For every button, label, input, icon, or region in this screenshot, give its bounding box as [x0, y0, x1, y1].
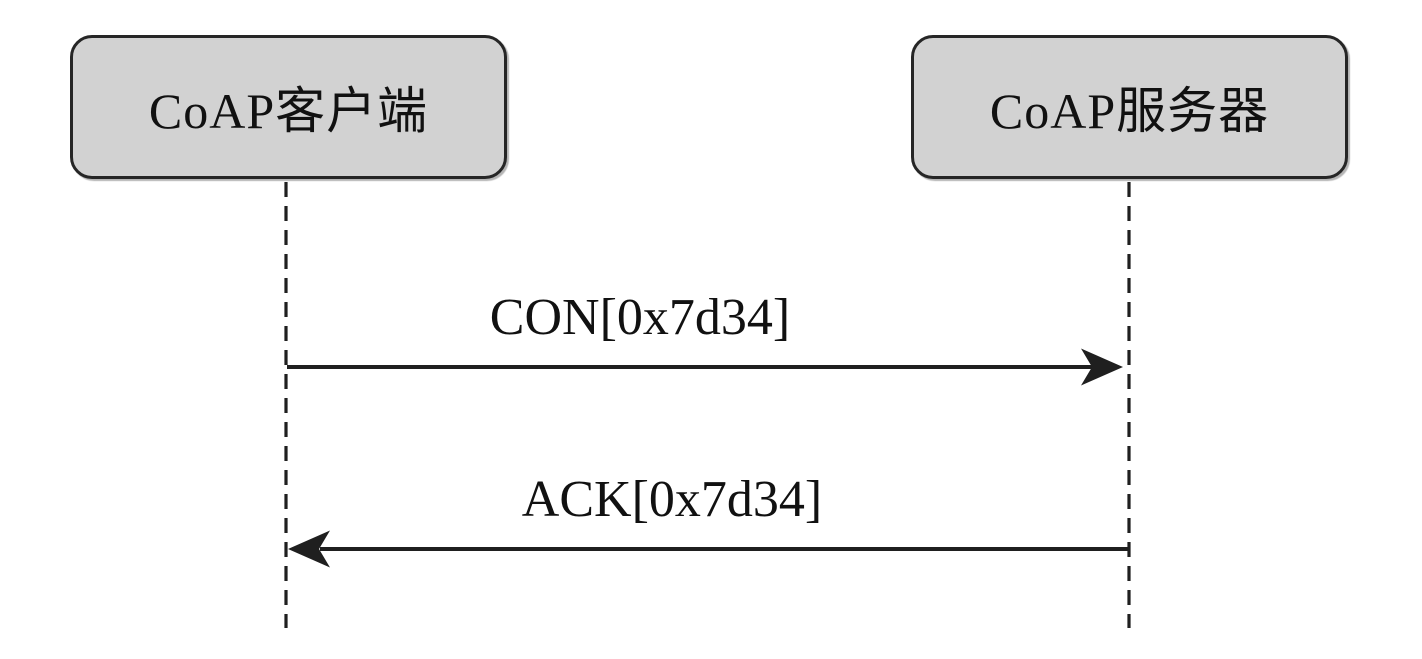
message-arrow-ack [288, 530, 1129, 568]
message-label-con: CON[0x7d34] [489, 289, 791, 346]
message-arrow-con [287, 348, 1123, 386]
message-label-ack: ACK[0x7d34] [521, 471, 823, 528]
actor-box-coap-client: CoAP客户端 [70, 35, 507, 179]
actor-box-coap-server: CoAP服务器 [911, 35, 1348, 179]
actor-label-coap-client: CoAP客户端 [148, 83, 429, 139]
ack-arrowhead-left-icon [288, 530, 330, 568]
con-arrowhead-right-icon [1081, 348, 1123, 386]
actor-label-coap-server: CoAP服务器 [989, 83, 1270, 139]
